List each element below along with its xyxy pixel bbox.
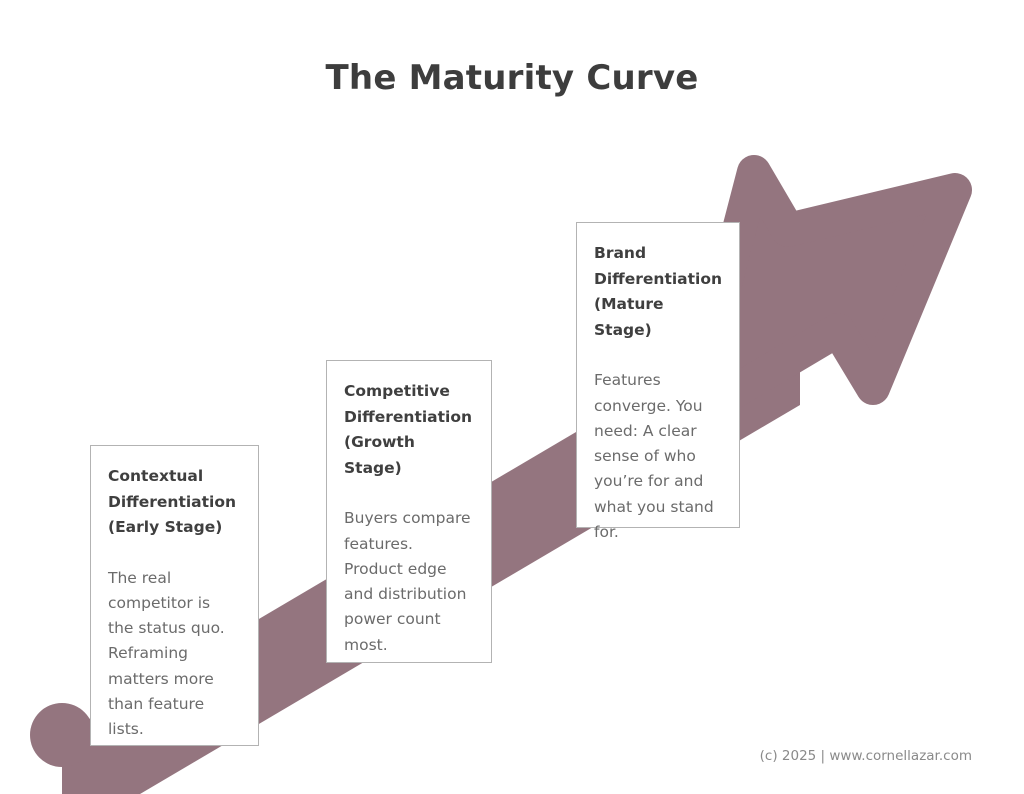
stage-body-early: The real competitor is the status quo. R…	[108, 568, 225, 739]
arrow-tail-cap	[30, 703, 94, 767]
stage-box-early[interactable]: Contextual Differentiation (Early Stage)…	[90, 445, 259, 746]
stage-box-mature[interactable]: Brand Differentiation (Mature Stage) Fea…	[576, 222, 740, 541]
page-title: The Maturity Curve	[325, 58, 699, 98]
footer-copyright: (c) 2025 | www.cornellazar.com	[759, 748, 972, 764]
stage-body-growth: Buyers compare features. Product edge an…	[344, 509, 471, 654]
stage-box-growth[interactable]: Competitive Differentiation (Growth Stag…	[326, 360, 492, 663]
stage-heading-mature: Brand Differentiation (Mature Stage)	[594, 244, 723, 339]
stage-heading-growth: Competitive Differentiation (Growth Stag…	[344, 382, 473, 477]
stage-body-mature: Features converge. You need: A clear sen…	[594, 371, 714, 541]
stage-heading-early: Contextual Differentiation (Early Stage)	[108, 467, 237, 537]
